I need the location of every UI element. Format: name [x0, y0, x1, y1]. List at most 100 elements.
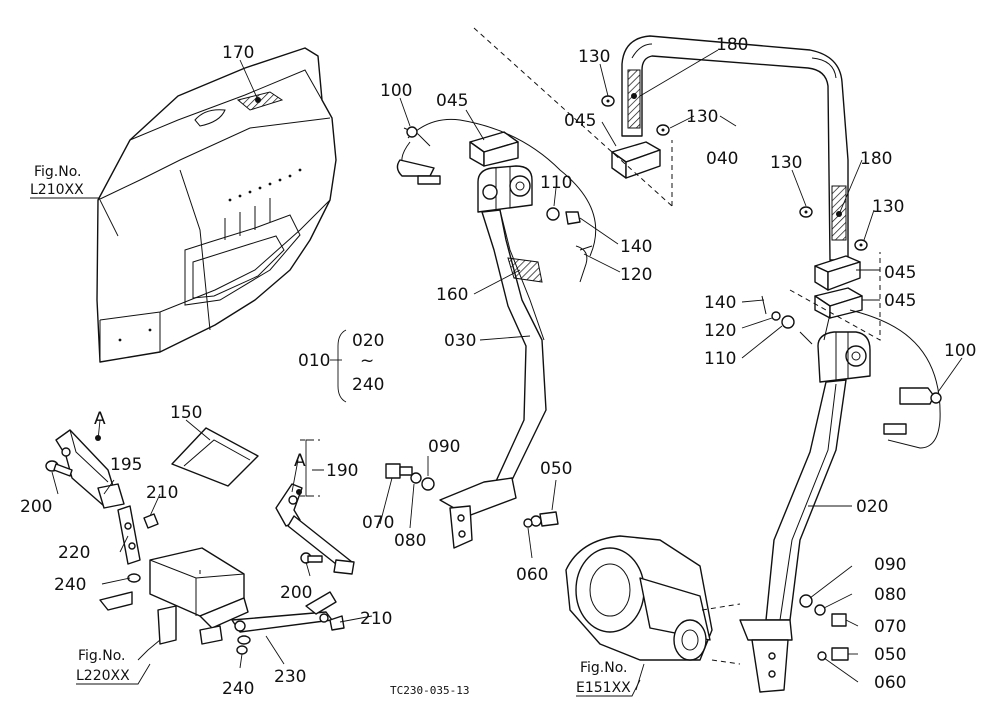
label-170: 170 [222, 43, 254, 63]
label-030: 030 [444, 331, 476, 351]
label-130-b: 130 [686, 107, 718, 127]
label-040: 040 [706, 149, 738, 169]
assembly-line-2 [789, 252, 881, 341]
label-130-c: 130 [770, 153, 802, 173]
label-010: 010 [298, 351, 330, 371]
label-240-a: 240 [54, 575, 86, 595]
cap-045-top [611, 141, 661, 179]
label-090-left: 090 [428, 437, 460, 457]
label-210-left: 210 [146, 483, 178, 503]
bracket-220 [117, 505, 141, 565]
washer-240-c [236, 645, 248, 655]
washer-130-b [656, 124, 670, 136]
label-080-right: 080 [874, 585, 906, 605]
cable-100-left [396, 118, 597, 257]
washer-090-left [421, 477, 435, 491]
bolt-070-right [831, 613, 847, 627]
label-100-right: 100 [944, 341, 976, 361]
bolt-050-right [831, 647, 849, 661]
bolt-200-right [300, 552, 323, 564]
label-210-right: 210 [360, 609, 392, 629]
figref-l220-code: L220XX [76, 668, 130, 684]
label-120-a: 120 [620, 265, 652, 285]
figref-l210-code: L210XX [30, 182, 84, 198]
figref-l220-title: Fig.No. [78, 648, 126, 664]
label-220: 220 [58, 543, 90, 563]
washer-080-left [410, 472, 422, 484]
nut-140-left [565, 211, 581, 225]
label-180-b: 180 [860, 149, 892, 169]
range-tilde: ~ [360, 351, 374, 371]
label-020-range: 020 [352, 331, 384, 351]
nut-120-right [771, 311, 781, 321]
washer-110-left [546, 207, 560, 221]
assembly-line-1 [473, 27, 673, 207]
label-200-left: 200 [20, 497, 52, 517]
washer-060-left [523, 518, 533, 528]
label-140-b: 140 [704, 293, 736, 313]
figref-e151-title: Fig.No. [580, 660, 628, 676]
label-A-left: A [94, 409, 106, 429]
label-110-b: 110 [704, 349, 736, 369]
nut-210-right [329, 615, 345, 631]
label-180-a: 180 [716, 35, 748, 55]
label-090-right: 090 [874, 555, 906, 575]
label-070-right: 070 [874, 617, 906, 637]
washer-130-a [601, 95, 615, 107]
label-045-c: 045 [884, 263, 916, 283]
label-020-right: 020 [856, 497, 888, 517]
figref-l210-title: Fig.No. [34, 164, 82, 180]
transmission-housing [565, 535, 741, 665]
label-045-b: 045 [564, 111, 596, 131]
washer-130-d [854, 239, 868, 251]
label-100-top: 100 [380, 81, 412, 101]
fender-panel [96, 47, 337, 363]
bracket-190 [275, 439, 355, 575]
label-060-left: 060 [516, 565, 548, 585]
callout-labels: 170 100 045 130 180 045 130 040 130 180 … [20, 35, 976, 699]
label-050-right: 050 [874, 645, 906, 665]
bolt-070-left [385, 463, 413, 479]
pin-120-left [575, 245, 593, 283]
cap-045-pedal-left [469, 131, 519, 167]
label-150: 150 [170, 403, 202, 423]
nut-210-left [143, 513, 159, 529]
label-200-right: 200 [280, 583, 312, 603]
washer-090-right [799, 594, 813, 608]
washer-130-c [799, 206, 813, 218]
cable-100-right [823, 309, 942, 449]
link-230 [231, 591, 337, 645]
label-230: 230 [274, 667, 306, 687]
drawing-code: TC230-035-13 [390, 684, 469, 697]
label-130-d: 130 [872, 197, 904, 217]
label-130-a: 130 [578, 47, 610, 67]
bolt-200-left [45, 460, 73, 477]
label-080-left: 080 [394, 531, 426, 551]
pin-140-right [761, 295, 813, 345]
label-045-d: 045 [884, 291, 916, 311]
label-160: 160 [436, 285, 468, 305]
label-060-right: 060 [874, 673, 906, 693]
bracket-195 [55, 429, 125, 509]
mat-150 [171, 427, 259, 487]
label-050-left: 050 [540, 459, 572, 479]
bar-040 [621, 35, 849, 261]
washer-080-right [814, 604, 826, 616]
washer-110-right [781, 315, 795, 329]
label-190: 190 [326, 461, 358, 481]
pedal-arm-030 [439, 165, 547, 549]
label-240-c: 240 [222, 679, 254, 699]
label-110-a: 110 [540, 173, 572, 193]
label-A-right: A [294, 451, 306, 471]
bolt-050-left [530, 511, 559, 527]
label-140-a: 140 [620, 237, 652, 257]
cap-045-bot [814, 255, 861, 291]
pedal-arm-020 [739, 331, 871, 693]
label-240-range: 240 [352, 375, 384, 395]
figref-e151-code: E151XX [576, 680, 631, 696]
base-bracket-l220 [99, 547, 249, 645]
label-070-left: 070 [362, 513, 394, 533]
label-195: 195 [110, 455, 142, 475]
cap-045-pedal-right [814, 287, 863, 319]
